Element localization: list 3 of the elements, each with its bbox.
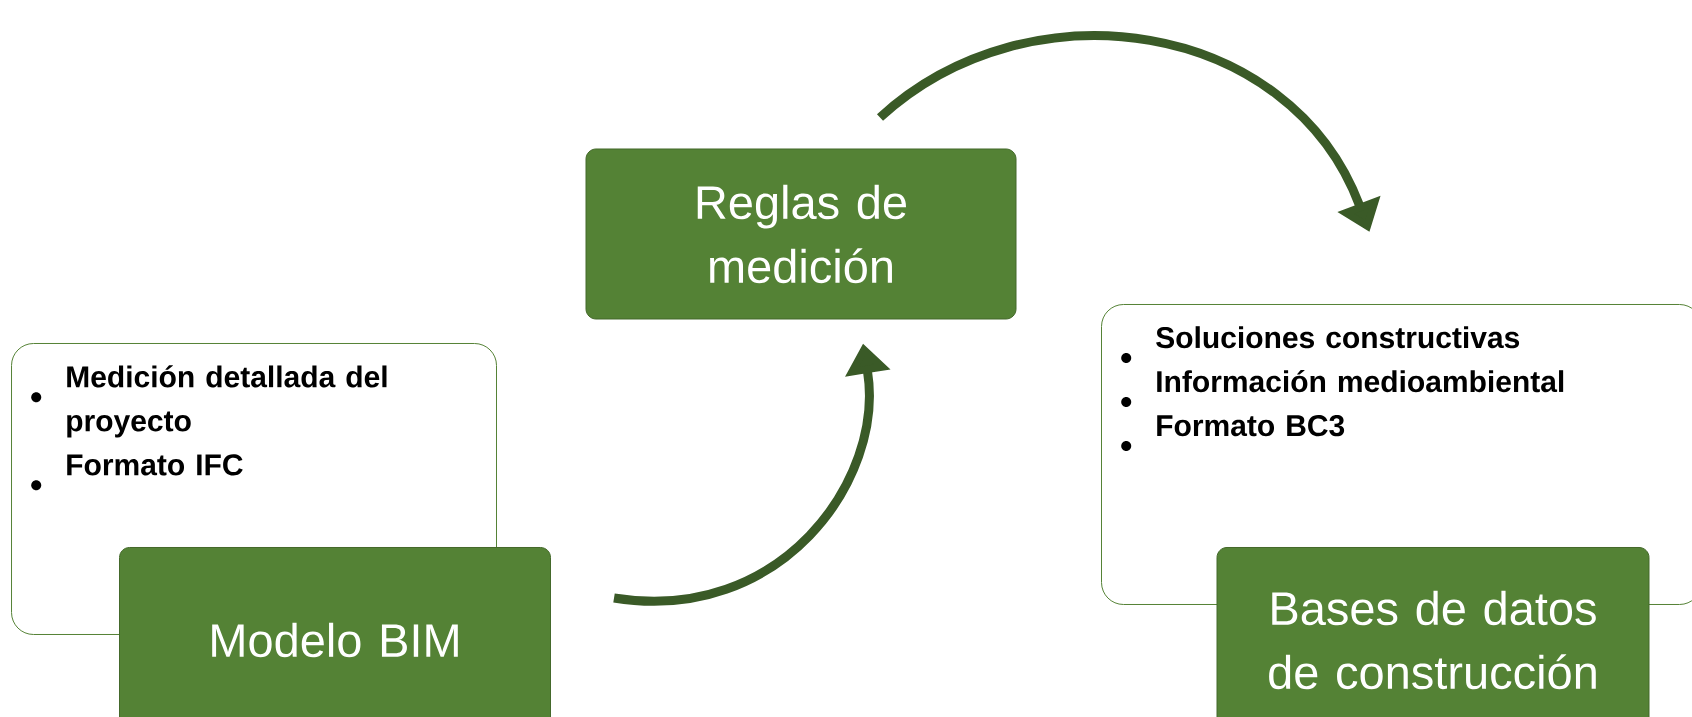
title-box: Modelo BIM	[119, 547, 551, 717]
title-box: Bases de datos de construcción	[1216, 547, 1650, 717]
title-box: Reglas de medición	[585, 148, 1017, 320]
